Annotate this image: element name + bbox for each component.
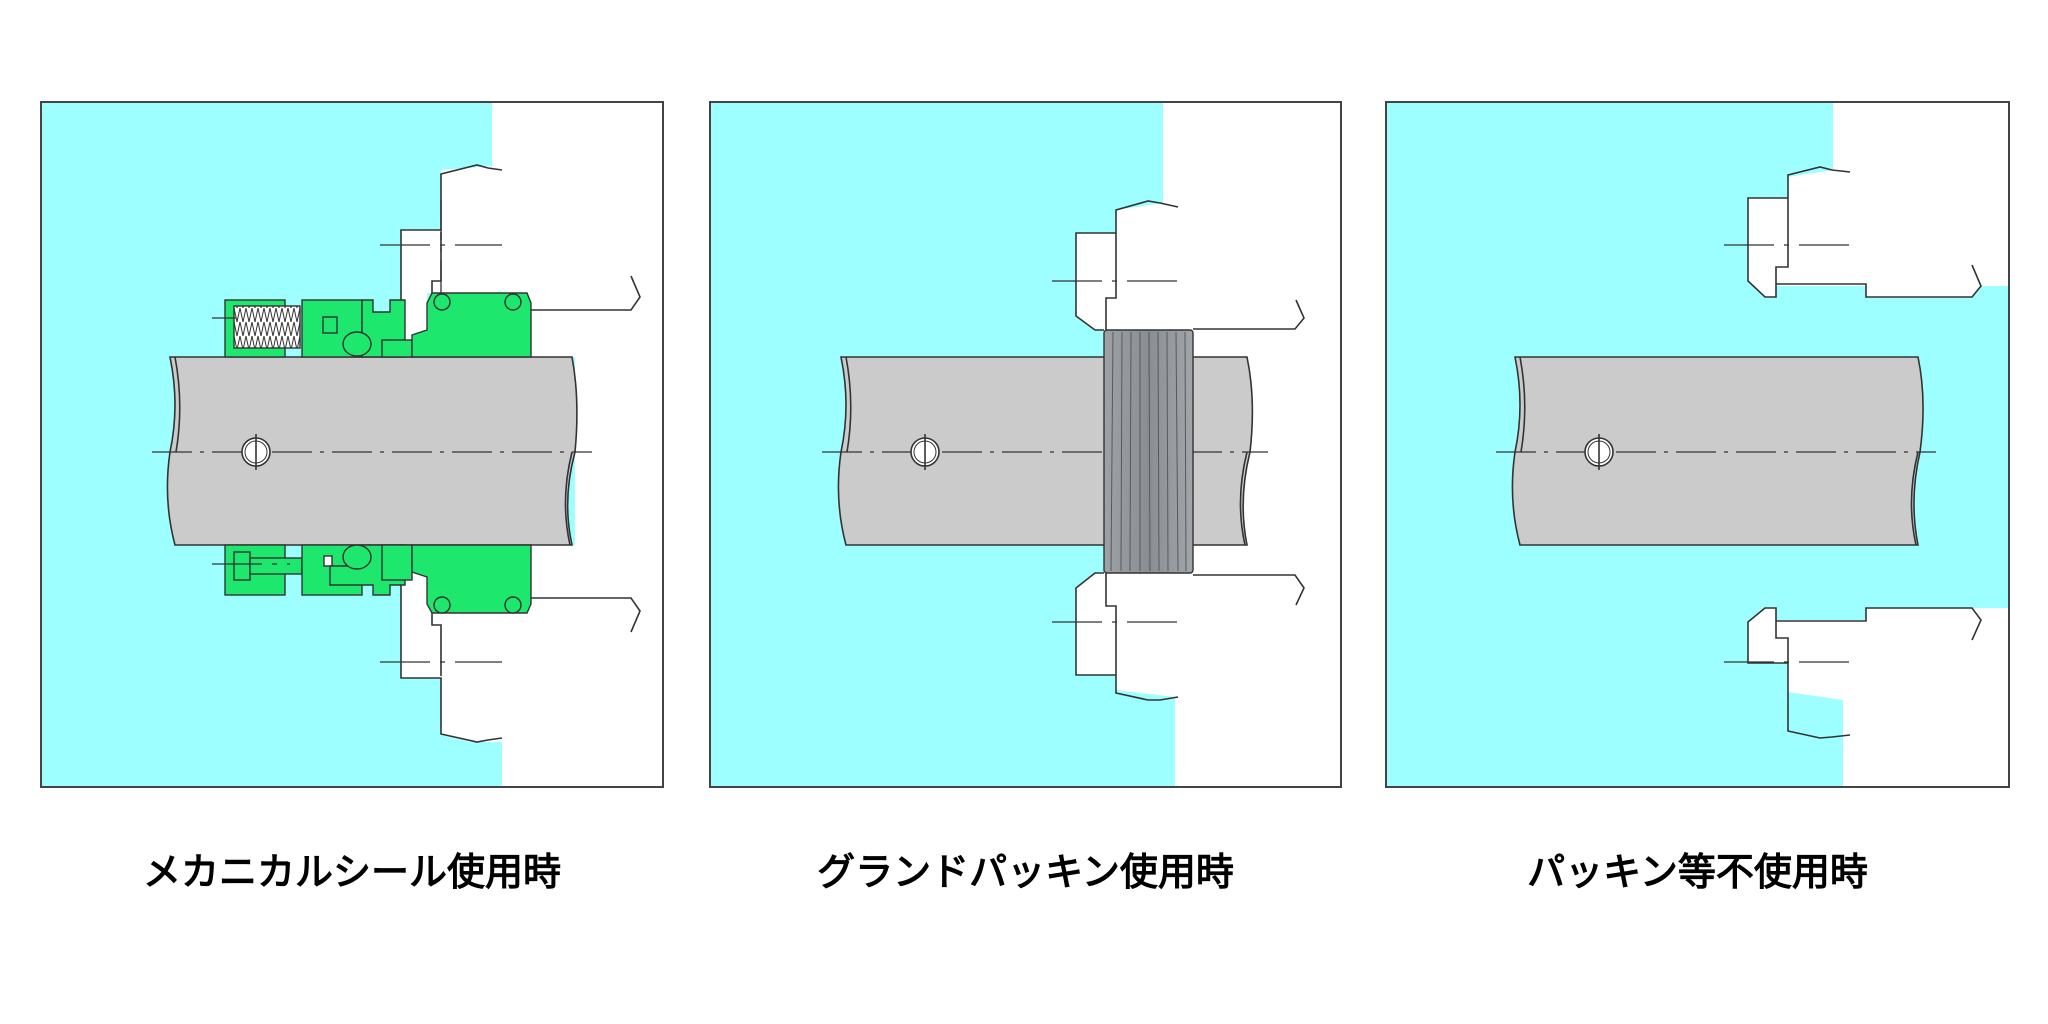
shaft-break-left xyxy=(1519,356,1526,453)
shaft xyxy=(1511,356,1924,546)
set-screw-head xyxy=(233,551,251,581)
spring xyxy=(233,305,301,349)
shaft-break-right xyxy=(1910,451,1919,546)
shaft-break-right xyxy=(1239,451,1248,546)
mechanical-seal-lower xyxy=(224,544,532,614)
pump-casing-lower xyxy=(1747,607,1982,739)
gland-o-ring-1 xyxy=(433,293,451,311)
pump-casing-upper xyxy=(1747,166,1982,298)
seal-gland-lower xyxy=(411,544,532,614)
mechanical-seal-upper xyxy=(224,292,532,358)
shaft xyxy=(166,356,578,546)
panel-frame xyxy=(709,101,1342,788)
packing-rings xyxy=(1110,331,1187,572)
panel-frame xyxy=(40,101,664,788)
panel-mechanical-seal xyxy=(40,101,664,788)
caption-gland-packing: グランドパッキン使用時 xyxy=(817,850,1234,894)
gland-packing xyxy=(1103,329,1194,574)
caption-no-packing: パッキン等不使用時 xyxy=(1527,850,1868,894)
stationary-ring xyxy=(381,339,413,358)
shaft-break-left xyxy=(174,356,181,453)
shaft-break-left xyxy=(845,356,852,453)
pump-casing-upper xyxy=(1075,200,1305,331)
panel-gland-packing xyxy=(709,101,1342,788)
o-ring xyxy=(342,331,372,357)
caption-mechanical-seal: メカニカルシール使用時 xyxy=(142,850,561,894)
shaft-break-right xyxy=(564,451,573,546)
gland-o-ring-2 xyxy=(504,293,522,311)
panel-frame xyxy=(1385,101,2010,788)
panel-no-packing xyxy=(1385,101,2010,788)
pump-casing-lower xyxy=(1075,572,1305,701)
set-screw xyxy=(249,557,303,575)
